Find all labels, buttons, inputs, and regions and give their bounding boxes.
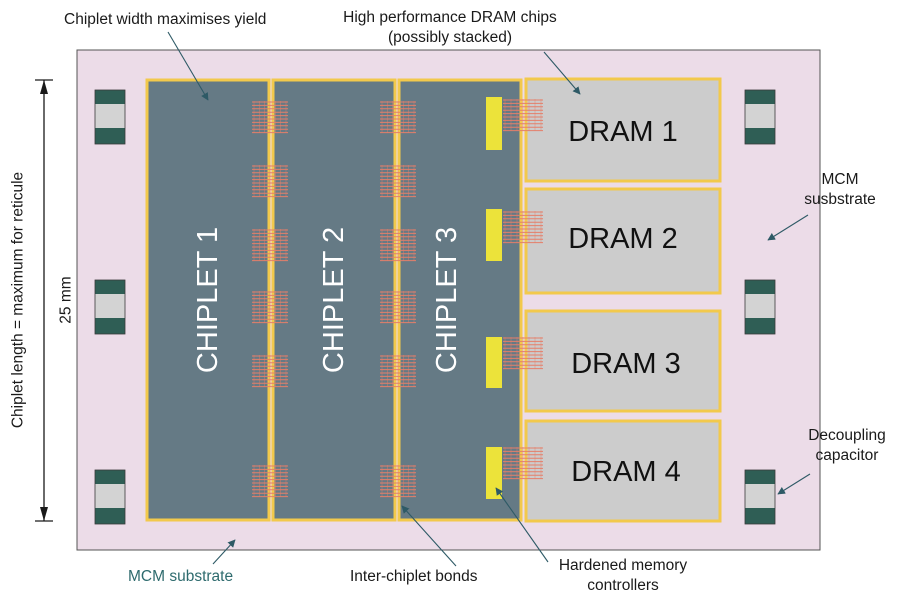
bond-pad-1-2 xyxy=(252,165,288,198)
arrow-mcm-substrate-right xyxy=(767,214,809,241)
dram-2-label: DRAM 2 xyxy=(568,223,678,255)
chiplet-1 xyxy=(145,78,271,522)
chiplet-3-label: CHIPLET 3 xyxy=(431,227,463,373)
dram-1-label: DRAM 1 xyxy=(568,116,678,148)
decoupling-capacitor-label: Decoupling capacitor xyxy=(797,426,897,466)
chiplet-length-label: Chiplet length = maximum for reticule xyxy=(10,172,27,428)
chiplet-width-label: Chiplet width maximises yield xyxy=(64,11,267,28)
bond-pad-dram xyxy=(503,447,543,480)
memory-controller-3 xyxy=(486,337,502,388)
chiplet-1-label: CHIPLET 1 xyxy=(192,227,224,373)
bond-pad-2-3 xyxy=(380,465,416,498)
memory-controller-1 xyxy=(486,97,502,150)
callout-arrows xyxy=(167,31,811,567)
decoupling-capacitor xyxy=(94,469,126,525)
bond-pad-2-3 xyxy=(380,165,416,198)
decoupling-capacitor-line1: Decoupling xyxy=(808,427,886,444)
dram-4 xyxy=(524,419,722,523)
bond-pad-1-2 xyxy=(252,291,288,324)
bond-pad-1-2 xyxy=(252,229,288,262)
decoupling-capacitor xyxy=(744,89,776,145)
arrow-hardened-controllers xyxy=(495,487,549,563)
decoupling-capacitor-line2: capacitor xyxy=(815,447,879,464)
arrow-decoupling-capacitor xyxy=(777,473,811,495)
decoupling-capacitor xyxy=(744,469,776,525)
dram-chips-label-line2: (possibly stacked) xyxy=(387,29,513,46)
decoupling-capacitor xyxy=(94,279,126,335)
dram-3-label: DRAM 3 xyxy=(571,348,681,380)
hardened-controllers-label: Hardened memory controllers xyxy=(530,556,716,596)
arrow-dram-chips xyxy=(543,51,581,95)
memory-controller-4 xyxy=(486,447,502,499)
bond-pad-2-3 xyxy=(380,101,416,134)
bond-pad-2-3 xyxy=(380,229,416,262)
bond-pad-2-3 xyxy=(380,291,416,324)
bond-pad-2-3 xyxy=(380,355,416,388)
arrow-mcm-substrate-bottom xyxy=(212,539,236,565)
dram-4-label: DRAM 4 xyxy=(571,456,681,488)
memory-controllers xyxy=(486,97,502,499)
chiplet-3 xyxy=(397,78,523,522)
bond-pad-dram xyxy=(503,99,543,132)
hardened-controllers-line1: Hardened memory xyxy=(558,557,688,574)
chiplet-group: CHIPLET 1 CHIPLET 2 CHIPLET 3 xyxy=(145,78,523,522)
hardened-controllers-line2: controllers xyxy=(587,577,659,594)
mcm-substrate-right-line2: susbstrate xyxy=(804,191,876,208)
mcm-substrate-bottom-label: MCM substrate xyxy=(128,568,234,585)
dram-chips-label: High performance DRAM chips (possibly st… xyxy=(310,8,590,48)
decoupling-capacitors xyxy=(94,89,776,525)
dimension-line: 25 mm Chiplet length = maximum for retic… xyxy=(10,79,75,522)
dram-3 xyxy=(524,309,722,413)
mcm-substrate-right-label: MCM susbstrate xyxy=(790,170,890,210)
bond-pad-dram xyxy=(503,211,543,244)
decoupling-capacitor xyxy=(94,89,126,145)
chiplet-2 xyxy=(271,78,397,522)
bond-pad-1-2 xyxy=(252,465,288,498)
inter-chiplet-bonds-label: Inter-chiplet bonds xyxy=(350,568,478,585)
bond-pad-dram xyxy=(503,337,543,370)
decoupling-capacitor xyxy=(744,279,776,335)
bond-pad-1-2 xyxy=(252,101,288,134)
mcm-substrate-right-line1: MCM xyxy=(821,171,859,188)
inter-chiplet-bonds xyxy=(252,99,543,498)
dram-chips-label-line1: High performance DRAM chips xyxy=(343,9,557,26)
dimension-label: 25 mm xyxy=(58,276,75,323)
dram-2 xyxy=(524,187,722,295)
dram-group: DRAM 1 DRAM 2 DRAM 3 DRAM 4 xyxy=(524,77,722,523)
dram-1 xyxy=(524,77,722,183)
arrow-chiplet-width xyxy=(167,31,209,101)
bond-pad-1-2 xyxy=(252,355,288,388)
chiplet-2-label: CHIPLET 2 xyxy=(318,227,350,373)
arrow-inter-chiplet-bonds xyxy=(401,505,457,567)
memory-controller-2 xyxy=(486,209,502,261)
